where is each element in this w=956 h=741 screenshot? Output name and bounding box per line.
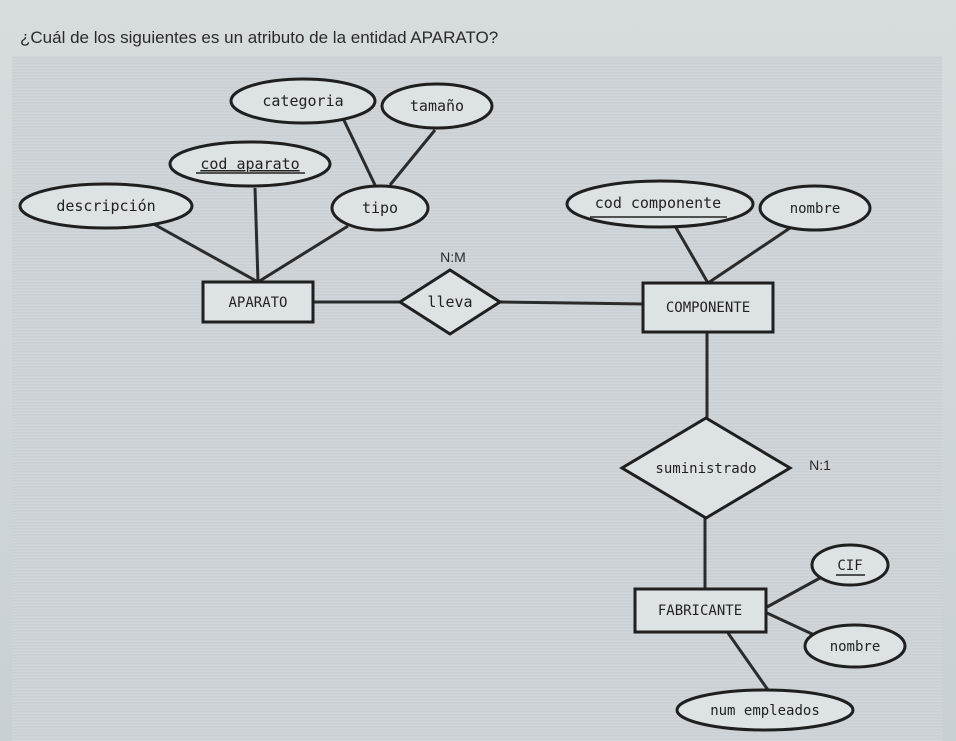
attribute-cod-componente: cod componente (565, 179, 755, 229)
line-codaparato-aparato (253, 187, 260, 283)
relationship-suministrado-label: suministrado (655, 461, 756, 477)
relationship-lleva: lleva (397, 268, 503, 336)
attribute-tipo: tipo (330, 184, 430, 232)
attribute-tamano: tamaño (380, 82, 494, 130)
attribute-num-empleados-label: num empleados (710, 703, 820, 719)
diagram-panel (12, 56, 942, 741)
cardinality-lleva: N:M (440, 249, 466, 265)
attribute-num-empleados: num empleados (675, 688, 855, 732)
attribute-cif-label: CIF (837, 558, 862, 574)
attribute-nombre-fabricante-label: nombre (830, 639, 881, 655)
attribute-nombre-fabricante: nombre (803, 623, 907, 669)
line-codcomponente-componente (673, 225, 710, 284)
attribute-cod-componente-label: cod componente (595, 194, 721, 212)
line-tipo-aparato (257, 224, 349, 284)
line-tamano-tipo (388, 129, 437, 186)
line-categoria-tipo (338, 111, 377, 186)
line-descripcion-aparato (149, 220, 259, 284)
entity-componente: COMPONENTE (641, 281, 775, 334)
entity-aparato-label: APARATO (228, 295, 287, 311)
line-lleva-componente (499, 300, 644, 306)
entity-fabricante: FABRICANTE (633, 587, 768, 634)
attribute-tamano-label: tamaño (410, 97, 464, 115)
line-cif-fabricante (766, 576, 821, 609)
attribute-cif: CIF (810, 543, 890, 587)
attribute-nombre-componente-label: nombre (790, 201, 841, 217)
question-text: ¿Cuál de los siguientes es un atributo d… (20, 28, 499, 47)
entity-fabricante-label: FABRICANTE (658, 603, 742, 619)
attribute-cod-aparato-label: cod aparato (200, 155, 299, 173)
cardinality-suministrado: N:1 (809, 457, 831, 473)
attribute-descripcion: descripción (18, 182, 194, 230)
connector-lines (149, 111, 826, 691)
relationship-suministrado: suministrado (619, 416, 793, 520)
attribute-cod-aparato: cod aparato (168, 140, 332, 188)
attribute-tipo-label: tipo (362, 199, 398, 217)
entity-aparato: APARATO (201, 280, 315, 324)
attribute-categoria: categoria (229, 77, 377, 125)
entity-componente-label: COMPONENTE (666, 300, 750, 316)
attribute-nombre-componente: nombre (758, 184, 872, 232)
attribute-descripcion-label: descripción (56, 197, 155, 215)
attribute-categoria-label: categoria (262, 92, 343, 110)
line-nombre-componente (707, 226, 791, 285)
line-numempleados-fabricante (726, 632, 770, 691)
relationship-lleva-label: lleva (427, 293, 472, 311)
